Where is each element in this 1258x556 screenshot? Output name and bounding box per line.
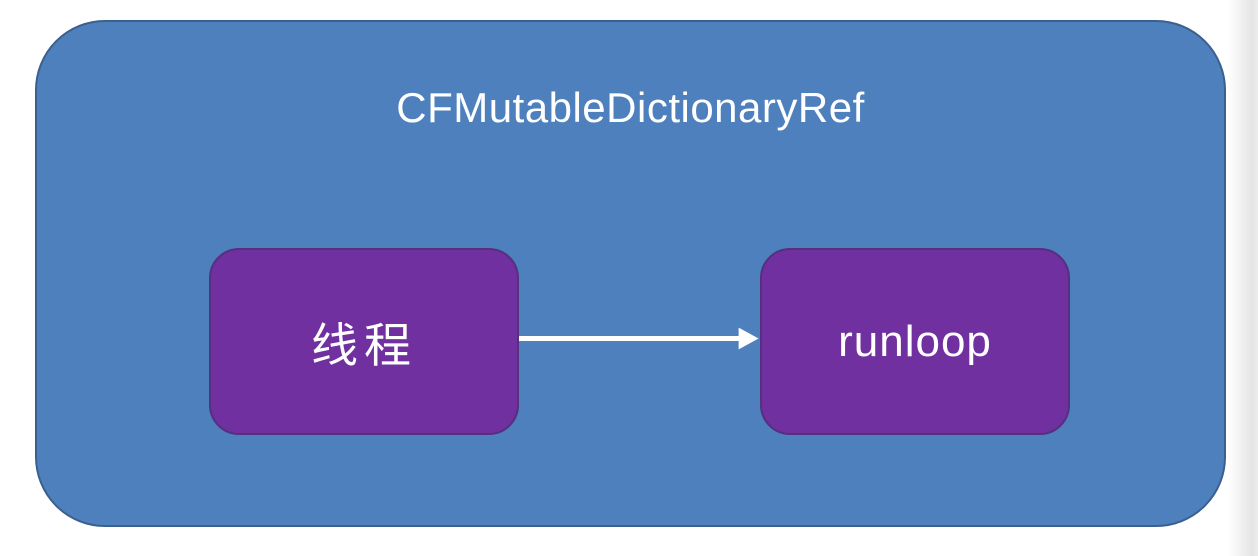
node-runloop-label: runloop (838, 316, 992, 366)
node-thread: 线程 (209, 248, 519, 435)
diagram-title: CFMutableDictionaryRef (396, 84, 865, 131)
page-edge-gradient (1228, 0, 1258, 556)
node-thread-label: 线程 (311, 319, 417, 374)
dictionary-container: CFMutableDictionaryRef 线程 runloop (35, 20, 1226, 527)
node-runloop: runloop (760, 248, 1070, 435)
